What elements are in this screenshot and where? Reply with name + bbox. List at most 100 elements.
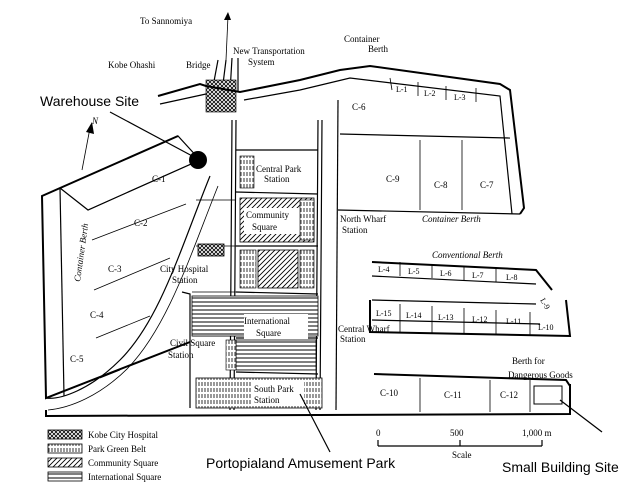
north-wharf-label-1: North Wharf <box>340 214 386 224</box>
small-building-block <box>533 385 563 405</box>
berth-l13: L-13 <box>438 313 454 322</box>
portopia-callout: Portopialand Amusement Park <box>206 455 396 471</box>
east-road <box>335 99 339 411</box>
scale-bar: 0 500 1,000 m Scale <box>376 428 552 460</box>
kobe-ohashi-label: Kobe Ohashi <box>108 60 156 70</box>
scale-zero: 0 <box>376 428 381 438</box>
legend-park: Park Green Belt <box>88 444 146 454</box>
l-berth-north-edge <box>371 261 553 291</box>
park-green-3 <box>299 199 315 241</box>
north-label: N <box>91 116 99 126</box>
central-grid: Central Park Station Community Square Ci… <box>160 99 390 411</box>
community-square-zone-2 <box>257 249 299 289</box>
international-square-zone-2 <box>235 339 317 371</box>
north-shore <box>157 64 526 215</box>
bridge-interchange <box>205 79 237 113</box>
berth-c11: C-11 <box>444 390 462 400</box>
small-building-leader-line <box>559 399 603 433</box>
berth-c8: C-8 <box>434 180 448 190</box>
international-label-2: Square <box>256 328 281 338</box>
berth-c12: C-12 <box>500 390 518 400</box>
park-green-4 <box>225 339 237 371</box>
west-road-outer <box>45 175 211 399</box>
berth-l15: L-15 <box>376 309 392 318</box>
ne-road-mid <box>339 133 511 139</box>
park-green-2 <box>299 249 315 289</box>
berth-c6: C-6 <box>352 102 366 112</box>
callouts: Warehouse Site Portopialand Amusement Pa… <box>40 93 619 475</box>
legend-swatch-park <box>47 443 83 454</box>
transport-line-east <box>315 119 323 411</box>
container-berth-side-label: Container Berth <box>72 222 90 282</box>
legend: Kobe City Hospital Park Green Belt Commu… <box>47 429 161 482</box>
city-hospital-label-2: Station <box>172 275 198 285</box>
civil-square-label-2: Station <box>168 350 194 360</box>
berth-l2: L-2 <box>424 89 436 98</box>
scale-bar-line <box>377 440 543 447</box>
international-label-bg <box>244 314 308 340</box>
berth-l9: L-9 <box>538 297 552 312</box>
grid-horizontal-roads <box>235 149 319 375</box>
west-berth-edge <box>59 187 65 397</box>
small-building-callout: Small Building Site <box>502 459 619 475</box>
ne-road-south <box>337 209 521 215</box>
berth-l7: L-7 <box>472 271 484 280</box>
berth-c9: C-9 <box>386 174 400 184</box>
scale-mid: 500 <box>450 428 464 438</box>
community-label-bg <box>244 208 300 234</box>
warehouse-site-marker <box>189 151 207 169</box>
west-berth-c1 <box>58 135 202 211</box>
north-arrow-line <box>81 127 91 171</box>
l-berth-north-road <box>371 275 537 285</box>
ne-berths: Container Berth L-1 L-2 L-3 C-6 C-9 C-8 … <box>337 34 521 224</box>
berth-dangerous-label-1: Berth for <box>512 356 545 366</box>
berth-c5: C-5 <box>70 354 84 364</box>
berth-c2: C-2 <box>134 218 148 228</box>
berth-c7: C-7 <box>480 180 494 190</box>
community-label-2: Square <box>252 222 277 232</box>
legend-swatch-community <box>47 457 83 468</box>
l-berth-south-edge <box>369 299 572 338</box>
legend-hospital: Kobe City Hospital <box>88 430 158 440</box>
community-label-1: Community <box>246 210 290 220</box>
central-park-green <box>239 155 255 189</box>
portopia-leader-line <box>299 393 331 453</box>
new-transport-label-2: System <box>248 57 275 67</box>
berth-c1: C-1 <box>152 174 166 184</box>
berth-l5: L-5 <box>408 267 420 276</box>
berth-l6: L-6 <box>440 269 452 278</box>
se-berths: C-10 C-11 C-12 Berth for Dangerous Goods <box>380 356 573 412</box>
se-berth-dividers <box>419 378 531 412</box>
l-berth-north-dividers <box>399 262 497 282</box>
container-berth-mid-label: Container Berth <box>422 214 481 224</box>
south-west-road <box>181 291 191 408</box>
c-berth-dividers <box>419 140 463 210</box>
north-arrow-icon <box>86 122 94 134</box>
west-road-inner <box>47 185 219 411</box>
berth-l11: L-11 <box>506 317 521 326</box>
berth-c10: C-10 <box>380 388 399 398</box>
to-sannomiya-label: To Sannomiya <box>140 16 192 26</box>
berth-dangerous-label-2: Dangerous Goods <box>508 370 573 380</box>
central-park-label-2: Station <box>264 174 290 184</box>
south-shore <box>45 384 571 418</box>
north-road <box>243 77 513 215</box>
warehouse-site-callout: Warehouse Site <box>40 93 139 109</box>
conventional-berths: Conventional Berth L-4 L-5 L-6 L-7 L-8 L… <box>369 250 572 338</box>
kobe-city-hospital <box>197 243 225 257</box>
city-hospital-label-1: City Hospital <box>160 264 209 274</box>
bridge-lines <box>211 57 239 93</box>
warehouse-leader-line <box>109 111 197 159</box>
north-wharf-label-2: Station <box>342 225 368 235</box>
civil-square-label-1: Civil Square <box>170 338 215 348</box>
berth-l3: L-3 <box>454 93 466 102</box>
central-park-label-1: Central Park <box>256 164 302 174</box>
central-wharf-label-1: Central Wharf <box>338 324 390 334</box>
north-shore-inner <box>159 93 207 105</box>
berth-l10: L-10 <box>538 323 554 332</box>
berth-l14: L-14 <box>406 311 422 320</box>
berth-l1: L-1 <box>396 85 408 94</box>
south-berth-top <box>373 373 571 387</box>
bridge-area: To Sannomiya Kobe Ohashi Bridge New Tran… <box>108 12 305 113</box>
berth-l8: L-8 <box>506 273 518 282</box>
